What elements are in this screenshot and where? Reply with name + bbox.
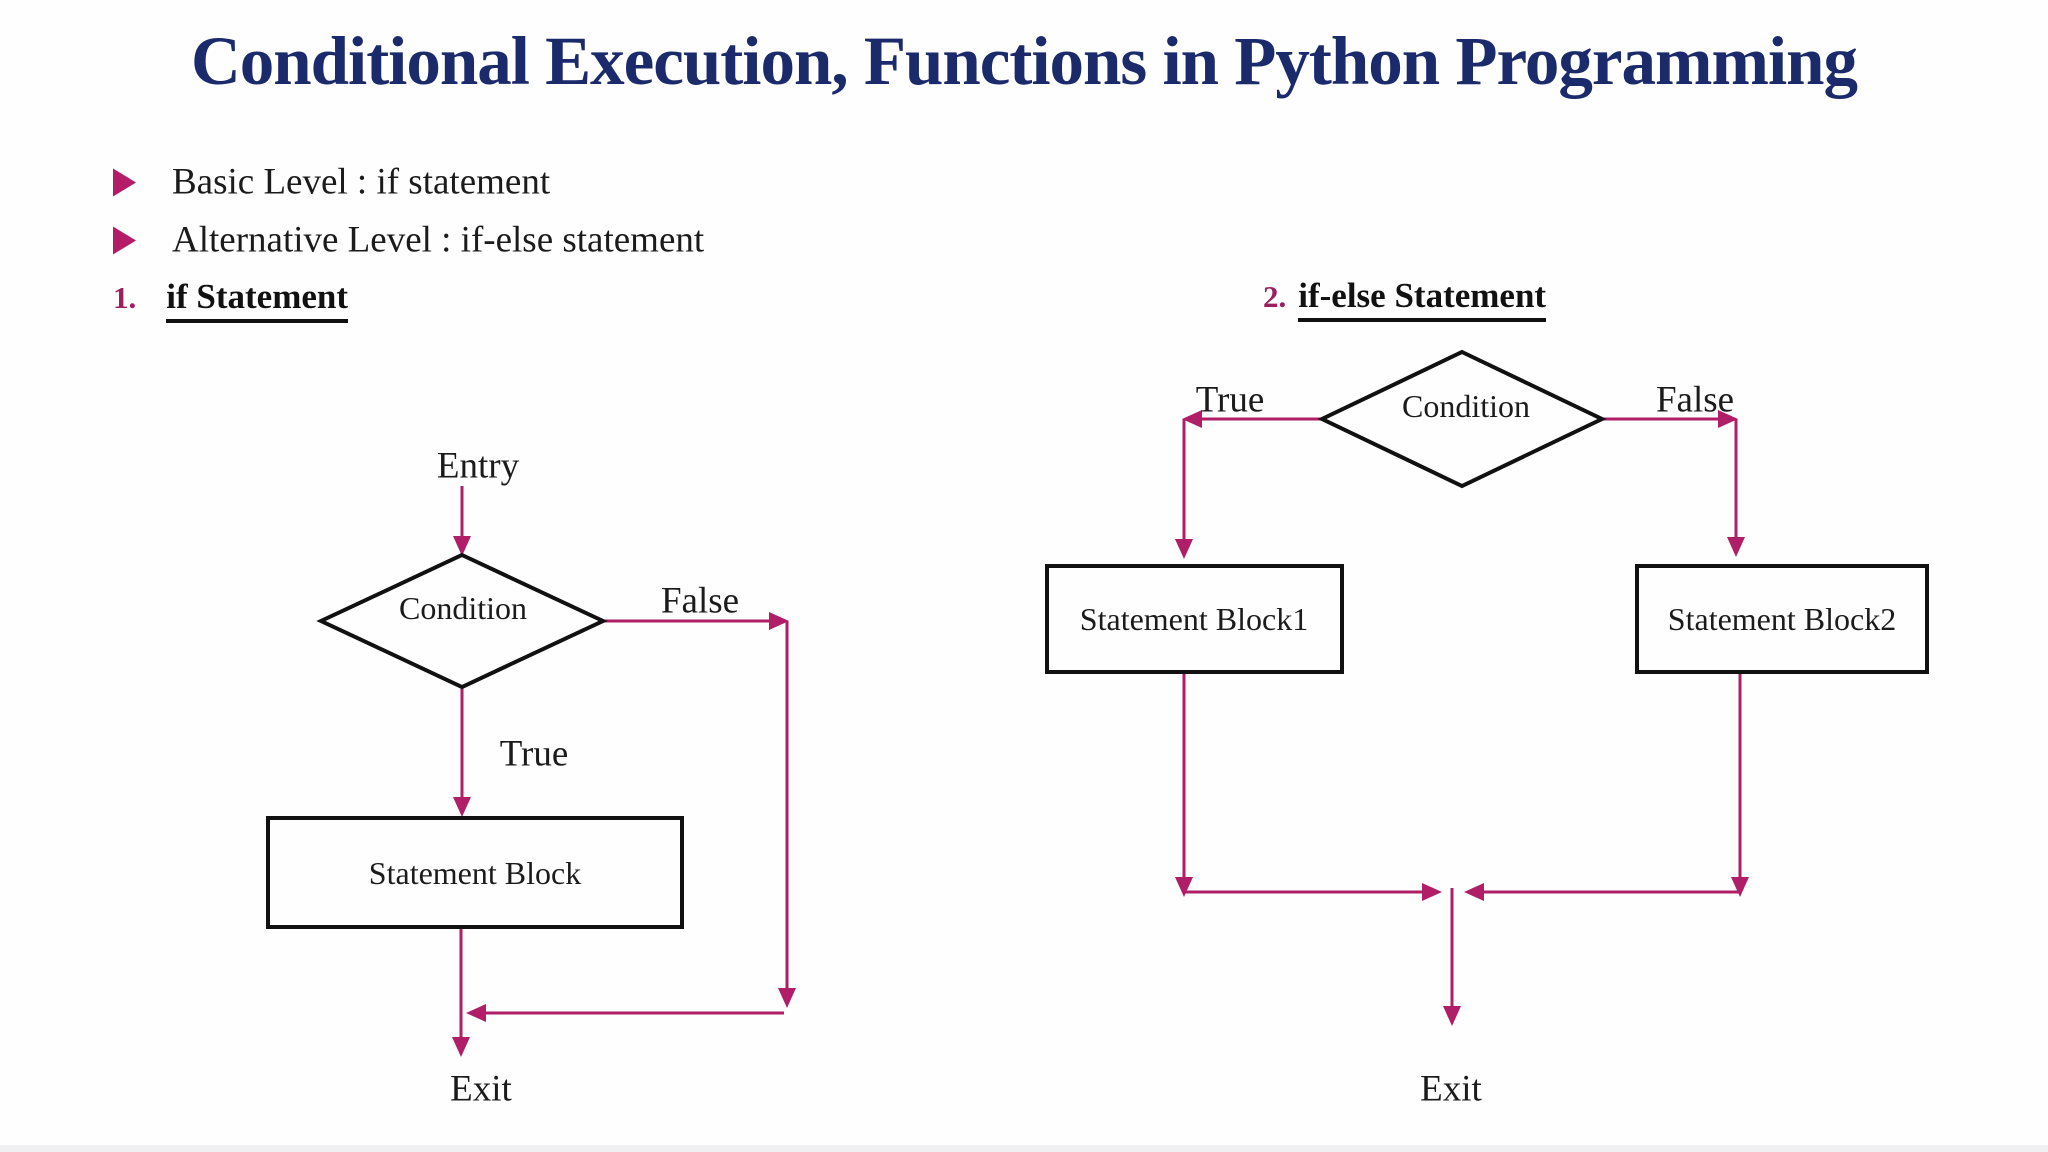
arrowhead-down-icon — [453, 536, 471, 556]
if-entry-label: Entry — [436, 445, 520, 487]
arrowhead-down-icon — [1175, 877, 1193, 897]
ifelse-true-label: True — [1195, 379, 1265, 421]
arrowhead-down-icon — [453, 797, 471, 817]
if-flow-arrowheads — [452, 536, 796, 1057]
if-exit-label: Exit — [450, 1068, 512, 1110]
triangle-right-icon — [113, 168, 136, 196]
arrowhead-down-icon — [1731, 877, 1749, 897]
arrowhead-down-icon — [452, 1037, 470, 1057]
arrowhead-down-icon — [778, 988, 796, 1008]
ifelse-statement-block1-rect — [1045, 564, 1344, 674]
bullet-item-basic: Basic Level : if statement — [113, 164, 550, 201]
arrowhead-left-icon — [466, 1004, 486, 1022]
arrowhead-down-icon — [1443, 1006, 1461, 1026]
if-condition-diamond — [316, 552, 608, 690]
if-flow-edges — [459, 486, 789, 1044]
page-title: Conditional Execution, Functions in Pyth… — [190, 23, 1858, 99]
section-heading-if-else: 2. if-else Statement — [1263, 277, 1547, 322]
arrowhead-left-icon — [1464, 883, 1484, 901]
ifelse-statement-block1-label: Statement Block1 — [1079, 601, 1309, 637]
if-false-label: False — [660, 580, 740, 622]
bullet-item-alternative: Alternative Level : if-else statement — [113, 222, 704, 259]
arrowhead-down-icon — [1727, 537, 1745, 557]
ifelse-statement-block2-label: Statement Block2 — [1667, 601, 1897, 637]
arrowhead-down-icon — [1175, 539, 1193, 559]
section-number: 2. — [1263, 279, 1287, 314]
if-statement-block-label: Statement Block — [368, 855, 582, 891]
arrowhead-left-icon — [1182, 410, 1202, 428]
section-title: if-else Statement — [1298, 277, 1547, 322]
triangle-right-icon — [113, 226, 136, 254]
ifelse-flow-edges — [1182, 417, 1742, 1014]
bottom-edge-strip — [0, 1145, 2048, 1152]
section-number: 1. — [113, 280, 137, 315]
ifelse-condition-label: Condition — [1401, 388, 1531, 424]
ifelse-flow-arrowheads — [1175, 410, 1749, 1026]
if-statement-block-rect — [266, 816, 684, 929]
section-title: if Statement — [166, 278, 349, 323]
ifelse-exit-label: Exit — [1420, 1068, 1482, 1110]
bullet-label: Alternative Level : if-else statement — [172, 219, 705, 261]
ifelse-false-label: False — [1655, 379, 1735, 421]
if-true-label: True — [499, 733, 569, 775]
ifelse-condition-diamond — [1317, 349, 1607, 489]
arrowhead-right-icon — [1718, 410, 1738, 428]
ifelse-statement-block2-rect — [1635, 564, 1929, 674]
section-heading-if: 1. if Statement — [113, 278, 349, 323]
arrowhead-right-icon — [769, 612, 789, 630]
arrowhead-right-icon — [1422, 883, 1442, 901]
if-condition-label: Condition — [398, 590, 528, 626]
bullet-label: Basic Level : if statement — [172, 161, 551, 203]
